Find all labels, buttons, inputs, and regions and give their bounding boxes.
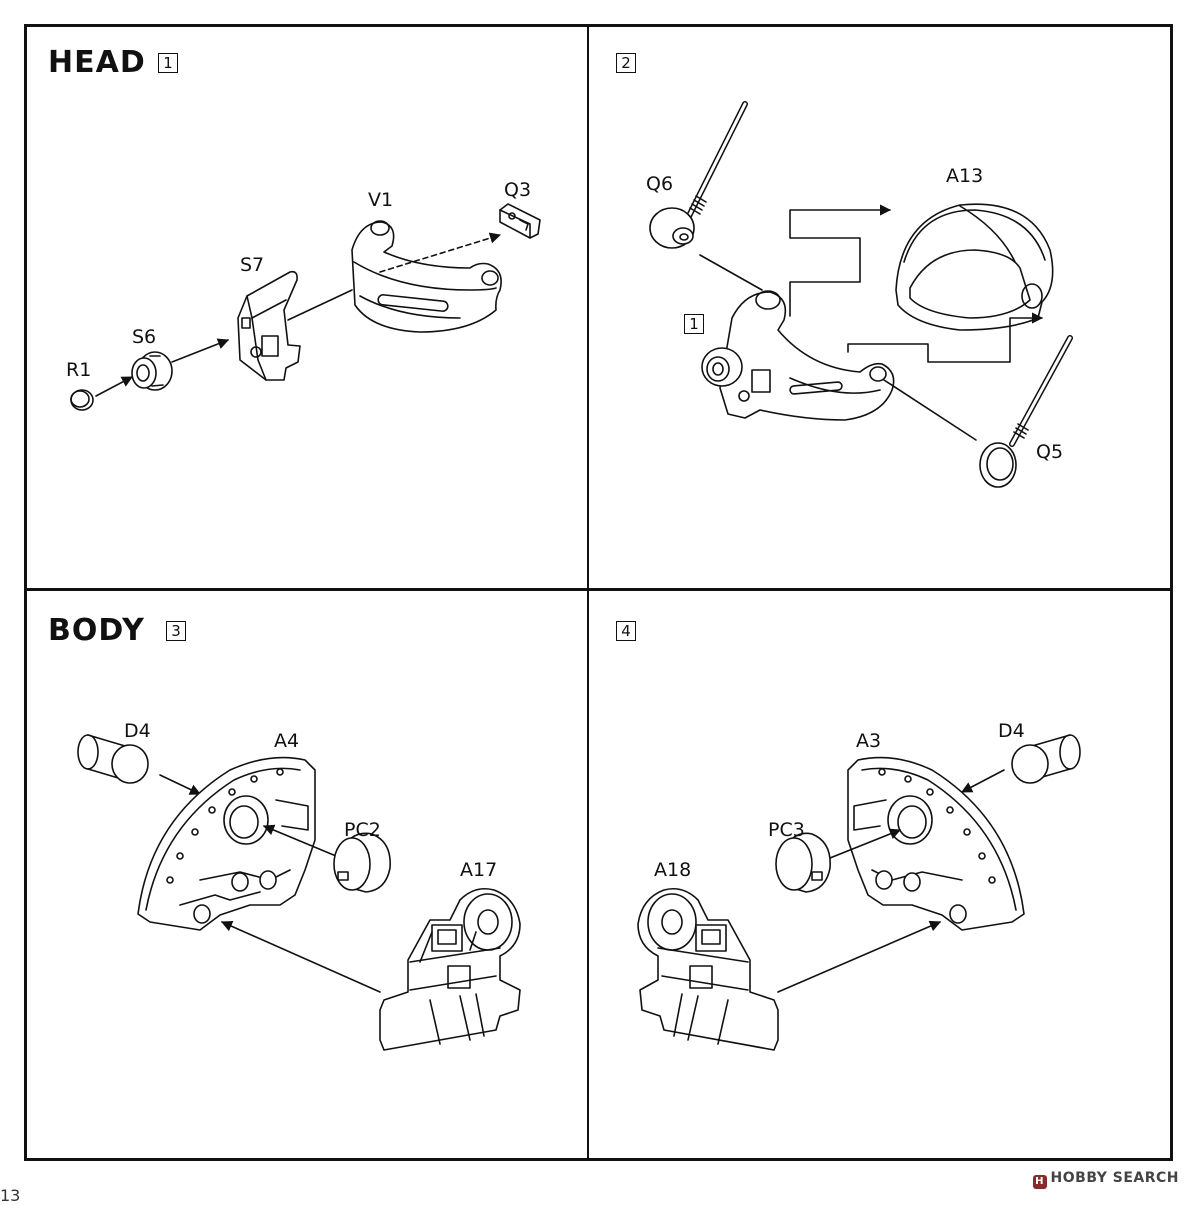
part-q3-drawing (499, 203, 541, 239)
part-label-pc3: PC3 (768, 819, 805, 841)
part-a3-drawing (847, 756, 1025, 931)
part-assembly-1-drawing (701, 290, 895, 421)
part-s7-drawing (237, 270, 301, 381)
part-a17-drawing (379, 887, 521, 1051)
step-number-3: 3 (166, 621, 186, 641)
part-label-d4-right: D4 (998, 720, 1025, 742)
part-a18-drawing (637, 887, 779, 1051)
part-pc3-drawing (775, 832, 831, 893)
step-number-4: 4 (616, 621, 636, 641)
part-label-v1: V1 (368, 189, 394, 211)
page-number: 13 (0, 1186, 21, 1205)
part-q5-drawing (979, 335, 1073, 488)
instruction-frame (24, 24, 1173, 1161)
part-pc2-drawing (333, 832, 391, 893)
part-label-a4: A4 (274, 730, 300, 752)
inset-step-1-marker: 1 (684, 314, 704, 334)
part-label-q3: Q3 (504, 179, 532, 201)
part-label-a18: A18 (654, 859, 692, 881)
part-label-a13: A13 (946, 165, 984, 187)
part-d4-right-drawing (1011, 734, 1081, 784)
hobby-search-logo-icon: H (1032, 1175, 1047, 1189)
part-label-s6: S6 (132, 326, 157, 348)
part-d4-left-drawing (77, 734, 149, 784)
part-label-r1: R1 (66, 359, 92, 381)
part-label-q5: Q5 (1036, 441, 1064, 463)
panel-divider-vertical (587, 24, 589, 1161)
part-label-pc2: PC2 (344, 819, 381, 841)
step-number-2: 2 (616, 53, 636, 73)
part-v1-drawing (351, 220, 502, 333)
section-title-body: BODY (48, 613, 145, 648)
part-a4-drawing (137, 756, 316, 931)
part-label-q6: Q6 (646, 173, 674, 195)
part-label-a17: A17 (460, 859, 498, 881)
part-s6-drawing (131, 351, 173, 391)
step-number-1: 1 (158, 53, 178, 73)
part-label-a3: A3 (856, 730, 882, 752)
part-r1-drawing (70, 389, 94, 411)
watermark-text: HOBBY SEARCH (1050, 1170, 1179, 1186)
part-label-s7: S7 (240, 254, 265, 276)
part-q6-drawing (649, 101, 748, 249)
part-a13-drawing (895, 203, 1054, 331)
panel-divider-horizontal (24, 588, 1173, 591)
section-title-head: HEAD (48, 45, 146, 80)
part-label-d4-left: D4 (124, 720, 151, 742)
